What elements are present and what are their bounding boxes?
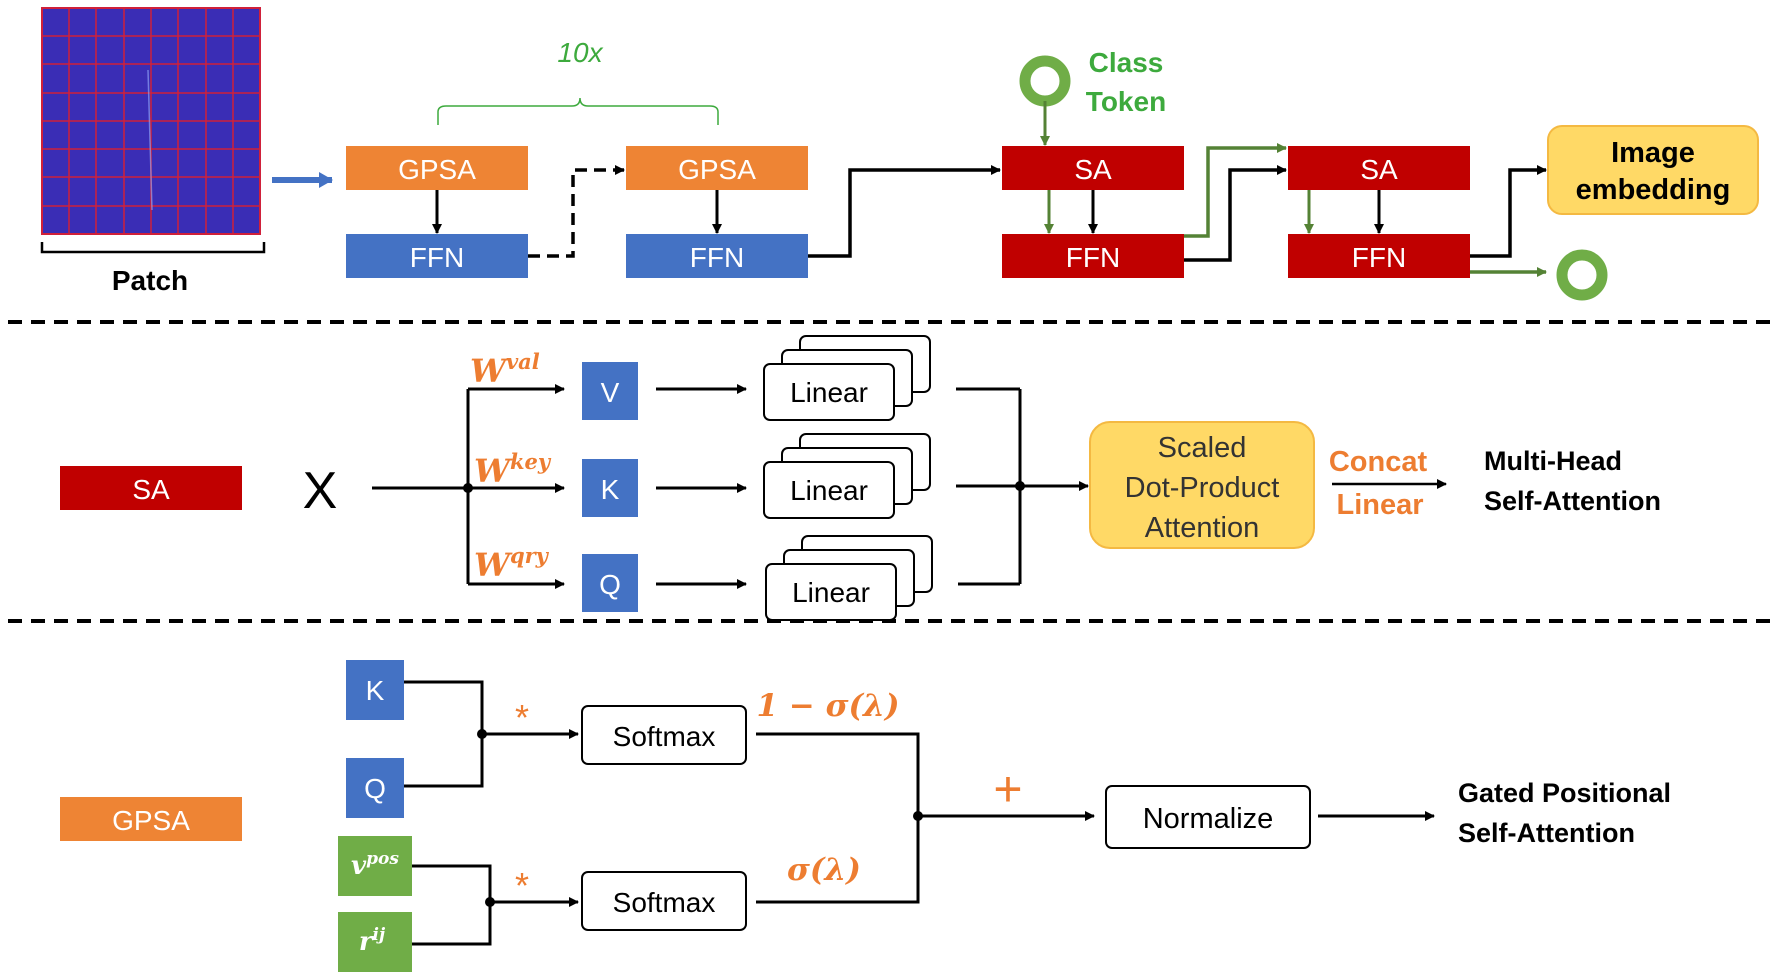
repeat-label: 10x: [557, 37, 603, 68]
svg-text:GPSA: GPSA: [112, 805, 190, 836]
gpsa-q-box: Q: [346, 758, 404, 818]
w-qry-label: Wqry: [474, 543, 550, 584]
patch-bracket: [40, 242, 266, 254]
concat-label: Concat: [1329, 446, 1428, 478]
class-token-icon: [1019, 55, 1071, 107]
svg-text:V: V: [601, 377, 620, 408]
scaled-dot-product-attention-box: Scaled Dot-Product Attention: [1089, 421, 1315, 549]
svg-text:GPSA: GPSA: [678, 154, 756, 185]
kq-mult-symbol: *: [515, 697, 529, 738]
v-pos-box: vpos: [338, 836, 412, 896]
pos-mult-symbol: *: [515, 865, 529, 906]
gate-top-label: 1 − σ(λ): [756, 688, 899, 724]
image-embedding-box: Image embedding: [1547, 125, 1759, 215]
ffn2-to-sa1-arrow: [808, 165, 1001, 258]
w-key-label: Wkey: [474, 449, 552, 490]
svg-text:SA: SA: [1074, 154, 1112, 185]
svg-text:FFN: FFN: [690, 242, 744, 273]
v-box: V: [582, 362, 638, 420]
gpsa-k-box: K: [346, 660, 404, 720]
sa-legend-block: SA: [60, 466, 242, 510]
ffn-block-2: FFN: [626, 234, 808, 278]
gated-positional-self-attention-line1: Gated Positional: [1458, 778, 1671, 808]
plus-symbol: +: [993, 761, 1022, 817]
svg-text:Dot-Product: Dot-Product: [1125, 472, 1280, 504]
class-token-label-line2: Token: [1086, 86, 1166, 117]
gpsa-block-1: GPSA: [346, 146, 528, 190]
svg-text:K: K: [601, 474, 620, 505]
svg-text:FFN: FFN: [1066, 242, 1120, 273]
gated-positional-self-attention-line2: Self-Attention: [1458, 818, 1635, 848]
patch-label: Patch: [112, 265, 188, 296]
svg-text:Softmax: Softmax: [613, 887, 716, 918]
multi-head-self-attention-line2: Self-Attention: [1484, 486, 1661, 516]
ffn-block-1: FFN: [346, 234, 528, 278]
multi-head-self-attention-line1: Multi-Head: [1484, 446, 1622, 476]
softmax-box-bottom: Softmax: [581, 871, 747, 931]
sa-split-lines: [372, 389, 470, 584]
repeat-brace: [437, 97, 719, 125]
svg-text:vpos: vpos: [351, 849, 399, 881]
svg-text:Attention: Attention: [1145, 512, 1259, 544]
ffn-red-block-2: FFN: [1288, 234, 1470, 278]
patch-image: [41, 7, 261, 235]
class-token-output-icon: [1556, 249, 1608, 301]
sa-merge-lines: [956, 387, 1022, 586]
sa-input-x: X: [303, 462, 338, 520]
ffn-red2-to-embedding-arrow: [1470, 165, 1547, 258]
k-box: K: [582, 459, 638, 517]
ffn-red1-to-sa2-token-arrow: [1184, 143, 1287, 238]
pos-merge-lines: [412, 864, 492, 946]
w-val-label: Wval: [470, 349, 540, 390]
svg-text:FFN: FFN: [410, 242, 464, 273]
ffn1-to-gpsa2-dashed: [528, 165, 625, 258]
linear-stack-k: Linear: [763, 433, 931, 519]
svg-text:SA: SA: [1360, 154, 1398, 185]
ffn-red1-to-sa2-arrow: [1184, 165, 1287, 262]
svg-text:Normalize: Normalize: [1143, 803, 1274, 835]
sa-block-2: SA: [1288, 146, 1470, 190]
svg-text:rij: rij: [359, 925, 386, 957]
concat-linear-label: Linear: [1336, 489, 1423, 521]
svg-text:Softmax: Softmax: [613, 721, 716, 752]
svg-text:Linear: Linear: [790, 475, 868, 506]
svg-text:Linear: Linear: [792, 577, 870, 608]
svg-text:GPSA: GPSA: [398, 154, 476, 185]
svg-text:Q: Q: [599, 569, 621, 600]
gate-bottom-label: σ(λ): [787, 852, 861, 888]
normalize-box: Normalize: [1105, 785, 1311, 849]
ffn-red-block-1: FFN: [1002, 234, 1184, 278]
svg-text:Q: Q: [364, 773, 386, 804]
softmax-box-top: Softmax: [581, 705, 747, 765]
r-ij-box: rij: [338, 912, 412, 972]
q-box: Q: [582, 554, 638, 612]
svg-text:embedding: embedding: [1576, 174, 1731, 206]
svg-text:Image: Image: [1611, 137, 1695, 169]
svg-text:Scaled: Scaled: [1158, 432, 1247, 464]
svg-text:Linear: Linear: [790, 377, 868, 408]
gpsa-block-2: GPSA: [626, 146, 808, 190]
linear-stack-v: Linear: [763, 335, 931, 421]
sa-block-1: SA: [1002, 146, 1184, 190]
kq-merge-lines: [404, 680, 484, 788]
class-token-label-line1: Class: [1089, 47, 1164, 78]
svg-text:FFN: FFN: [1352, 242, 1406, 273]
linear-stack-q: Linear: [765, 535, 933, 621]
svg-text:K: K: [366, 675, 385, 706]
svg-text:SA: SA: [132, 474, 170, 505]
gpsa-legend-block: GPSA: [60, 797, 242, 841]
